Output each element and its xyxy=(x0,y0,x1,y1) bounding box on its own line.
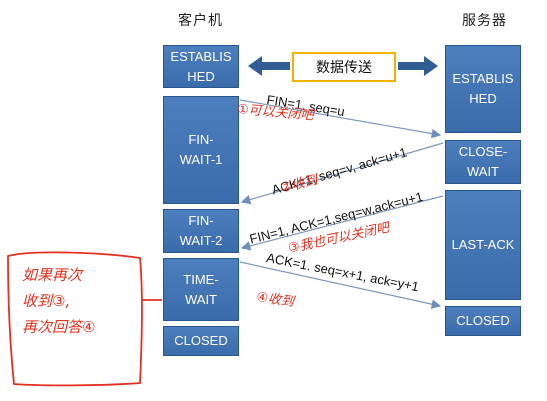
client-state-fin-wait-1: FIN- WAIT-1 xyxy=(163,96,239,204)
side-note-outline xyxy=(7,251,143,387)
message-line-3 xyxy=(240,195,444,251)
server-state-last-ack: LAST-ACK xyxy=(445,190,521,300)
message-line-2 xyxy=(240,142,444,205)
server-state-close-wait: CLOSE- WAIT xyxy=(445,140,521,184)
client-header: 客户机 xyxy=(178,13,223,29)
client-state-time-wait: TIME- WAIT xyxy=(163,258,239,321)
data-transfer-label: 数据传送 xyxy=(292,52,396,82)
client-state-closed: CLOSED xyxy=(163,326,239,356)
message-line-1 xyxy=(239,99,442,139)
server-state-established: ESTABLIS HED xyxy=(445,45,521,133)
client-state-established: ESTABLIS HED xyxy=(163,45,239,88)
message-line-4 xyxy=(239,261,442,309)
data-transfer-arrow-right xyxy=(398,56,438,76)
data-transfer-arrow xyxy=(248,56,290,76)
server-header: 服务器 xyxy=(462,13,507,29)
side-note: 如果再次 收到③, 再次回答④ xyxy=(22,266,96,336)
client-state-fin-wait-2: FIN- WAIT-2 xyxy=(163,209,239,253)
server-state-closed: CLOSED xyxy=(445,306,521,336)
